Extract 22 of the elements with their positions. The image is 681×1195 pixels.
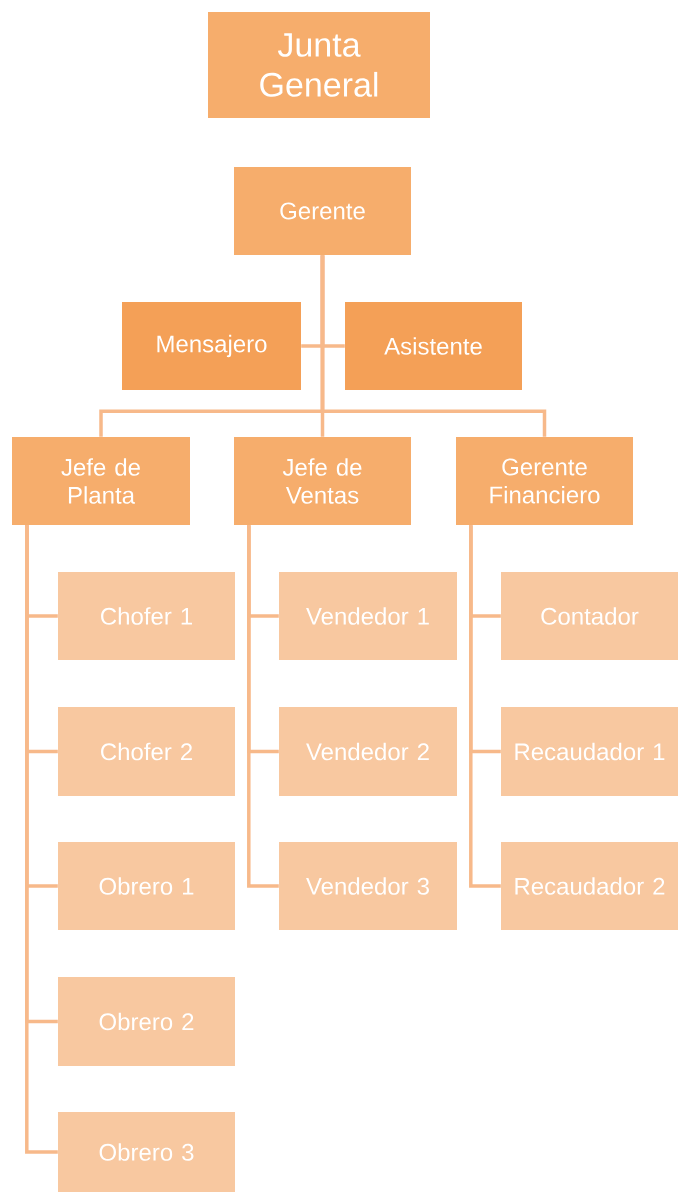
position-box: Vendedor 3 <box>279 842 457 930</box>
position-box: Jefe de Ventas <box>234 437 411 525</box>
position-box: Recaudador 1 <box>501 707 678 796</box>
assistant-box: Asistente <box>345 302 522 390</box>
position-box: Chofer 1 <box>58 572 235 660</box>
position-box: Gerente <box>234 167 411 255</box>
connector-line <box>25 525 58 1154</box>
position-box: Obrero 2 <box>58 977 235 1066</box>
position-box: Jefe de Planta <box>12 437 190 525</box>
position-box: Obrero 1 <box>58 842 235 930</box>
position-box: Vendedor 1 <box>279 572 457 660</box>
position-box: Gerente Financiero <box>456 437 633 525</box>
position-box: Vendedor 2 <box>279 707 457 796</box>
position-box: Obrero 3 <box>58 1112 235 1192</box>
connector-line <box>247 525 279 888</box>
position-box: Contador <box>501 572 678 660</box>
connector-line <box>320 255 547 437</box>
position-box: Recaudador 2 <box>501 842 678 930</box>
position-box: Chofer 2 <box>58 707 235 796</box>
connector-line <box>469 525 501 888</box>
assistant-box: Mensajero <box>122 302 301 390</box>
title-box: Junta General <box>208 12 430 118</box>
